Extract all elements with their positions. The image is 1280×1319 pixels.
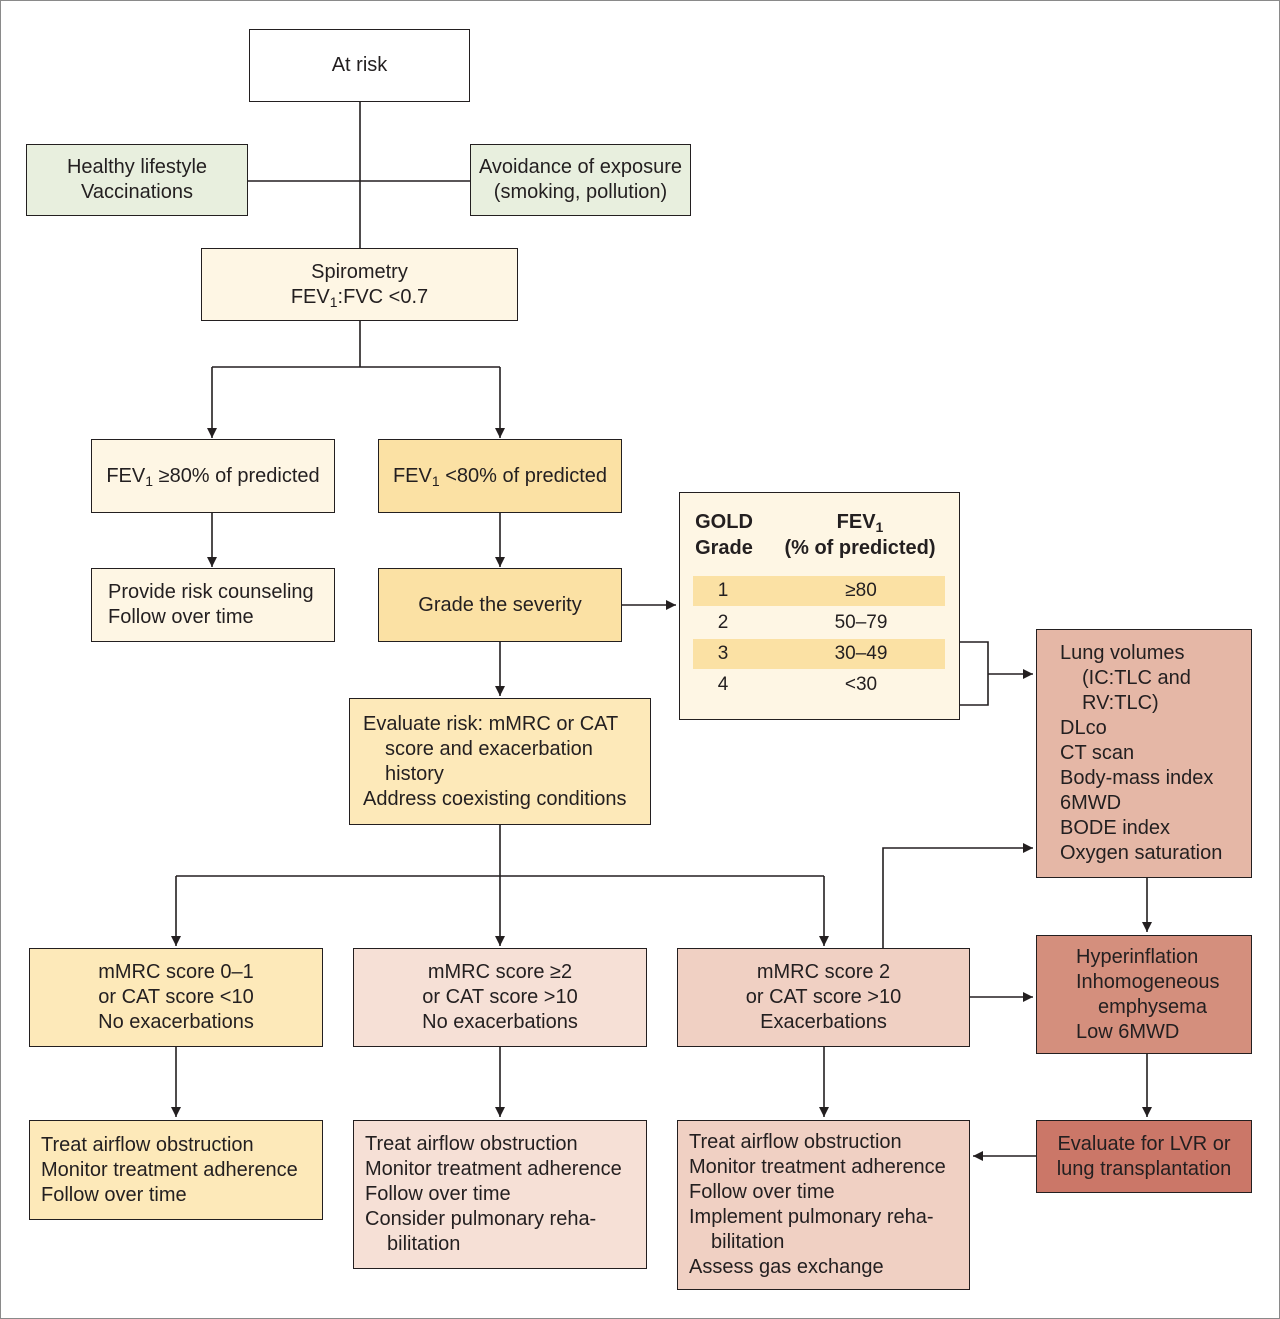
gold-row: 3 30–49 [693,639,945,669]
treat-high-line: Assess gas exchange [689,1256,884,1278]
treat-high-line: Treat airflow obstruction [689,1131,902,1153]
mmrc-high-line: or CAT score >10 [745,986,902,1008]
treat-mid-box: Treat airflow obstruction Monitor treatm… [353,1120,647,1269]
mmrc-low-line: No exacerbations [98,1011,254,1033]
gold-row: 4 <30 [693,670,945,700]
treat-high-box: Treat airflow obstruction Monitor treatm… [677,1120,970,1290]
treat-high-line: Follow over time [689,1181,835,1203]
fev-range-cell: 30–49 [834,643,888,664]
gold-row: 1 ≥80 [693,576,945,606]
evaluate-risk-line: score and exacerbation [385,737,593,760]
lung-volumes-item: 6MWD [1060,792,1122,814]
lung-volumes-item: BODE index [1060,817,1171,839]
fev-low-text: FEV1 <80% of predicted [392,464,608,489]
fev-range-cell: <30 [844,674,878,695]
coexisting-conditions-text: Address coexisting conditions [363,787,627,810]
treat-mid-line: Follow over time [365,1183,511,1205]
gold-grade-cell: 4 [717,674,729,695]
treat-low-box: Treat airflow obstruction Monitor treatm… [29,1120,323,1220]
gold-grade-cell: 3 [717,643,729,664]
treat-mid-line: Consider pulmonary reha- [365,1208,597,1230]
mmrc-low-line: mMRC score 0–1 [98,961,254,983]
treat-low-line: Treat airflow obstruction [41,1133,254,1156]
mmrc-high-line: Exacerbations [760,1011,887,1033]
fev-high-box: FEV1 ≥80% of predicted [91,439,335,513]
vaccinations-text: Vaccinations [81,181,193,203]
treat-low-line: Follow over time [41,1183,187,1206]
lung-volumes-item: (IC:TLC and [1082,667,1191,689]
mmrc-mid-line: mMRC score ≥2 [427,961,573,983]
gold-grade-cell: 1 [717,580,729,601]
mmrc-high-box: mMRC score 2 or CAT score >10 Exacerbati… [677,948,970,1047]
hyperinflation-line: emphysema [1098,995,1207,1018]
fev-range-cell: 50–79 [834,612,888,633]
mmrc-low-line: or CAT score <10 [98,986,254,1008]
treat-high-line: bilitation [711,1231,785,1253]
at-risk-text: At risk [331,54,388,76]
treat-mid-line: Treat airflow obstruction [365,1133,578,1155]
spirometry-title: Spirometry [311,260,408,283]
fev-range-cell: ≥80 [845,580,877,601]
avoidance-text: Avoidance of exposure [478,156,683,178]
lvr-transplant-line: lung transplantation [1056,1157,1232,1180]
lung-volumes-item: CT scan [1060,742,1135,764]
risk-counseling-box: Provide risk counseling Follow over time [91,568,335,642]
mmrc-low-box: mMRC score 0–1 or CAT score <10 No exace… [29,948,323,1047]
risk-counseling-text: Provide risk counseling [108,581,314,603]
evaluate-risk-box: Evaluate risk: mMRC or CAT score and exa… [349,698,651,825]
gold-row: 2 50–79 [693,608,945,638]
gold-grade-header: GOLD Grade [695,511,753,559]
spirometry-criterion: FEV1:FVC <0.7 [290,285,429,310]
fev-high-text: FEV1 ≥80% of predicted [106,464,320,489]
healthy-lifestyle-box: Healthy lifestyle Vaccinations [26,144,248,216]
hyperinflation-line: Low 6MWD [1076,1020,1180,1043]
evaluate-risk-line: history [385,762,444,785]
follow-over-time-text: Follow over time [108,606,254,628]
evaluate-risk-line: Evaluate risk: mMRC or CAT [363,712,619,735]
healthy-lifestyle-text: Healthy lifestyle [66,156,208,178]
lung-volumes-item: Lung volumes [1060,642,1185,664]
mmrc-mid-box: mMRC score ≥2 or CAT score >10 No exacer… [353,948,647,1047]
fev-header: FEV1 (% of predicted) [784,511,936,559]
lung-volumes-item: RV:TLC) [1082,692,1159,714]
spirometry-box: Spirometry FEV1:FVC <0.7 [201,248,518,321]
gold-grade-cell: 2 [717,612,729,633]
treat-low-line: Monitor treatment adherence [41,1158,298,1181]
grade-severity-box: Grade the severity [378,568,622,642]
gold-grade-table: GOLD Grade FEV1 (% of predicted) 1 ≥80 2… [679,492,960,720]
mmrc-high-line: mMRC score 2 [756,961,891,983]
treat-mid-line: bilitation [387,1233,461,1255]
treat-high-line: Implement pulmonary reha- [689,1206,934,1228]
arrow-mmrc-high-to-lung [882,843,1033,948]
mmrc-mid-line: No exacerbations [422,1011,578,1033]
connector-evaluate-split [176,825,824,877]
connector-spirometry-split [212,320,500,368]
lung-volumes-item: Oxygen saturation [1060,842,1223,864]
fev-low-box: FEV1 <80% of predicted [378,439,622,513]
mmrc-mid-line: or CAT score >10 [422,986,578,1008]
hyperinflation-line: Inhomogeneous [1076,970,1220,993]
smoking-pollution-text: (smoking, pollution) [493,181,668,203]
lvr-transplant-line: Evaluate for LVR or [1057,1132,1231,1155]
lung-volumes-item: DLco [1060,717,1107,739]
avoidance-box: Avoidance of exposure (smoking, pollutio… [470,144,691,216]
hyperinflation-box: Hyperinflation Inhomogeneous emphysema L… [1036,935,1252,1054]
lung-volumes-item: Body-mass index [1060,767,1214,789]
at-risk-box: At risk [249,29,470,102]
grade-severity-text: Grade the severity [418,593,582,616]
lvr-transplant-box: Evaluate for LVR or lung transplantation [1036,1120,1252,1193]
treat-mid-line: Monitor treatment adherence [365,1158,622,1180]
bracket-gold-grades [960,641,989,706]
treat-high-line: Monitor treatment adherence [689,1156,946,1178]
hyperinflation-line: Hyperinflation [1076,945,1199,968]
lung-volumes-box: Lung volumes (IC:TLC and RV:TLC) DLco CT… [1036,629,1252,878]
